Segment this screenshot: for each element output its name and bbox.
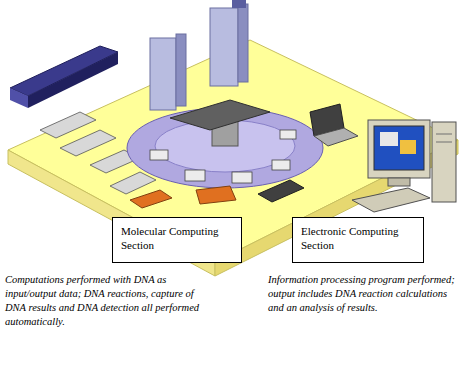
tube-rack: [272, 160, 290, 170]
tower: [210, 8, 238, 86]
rack: [60, 130, 116, 156]
laptop-base: [314, 128, 358, 146]
tube-rack: [280, 130, 296, 139]
tower-cap: [232, 0, 246, 8]
horizontal-unit-end: [10, 88, 28, 108]
arm: [170, 100, 270, 130]
monitor-screen: [374, 126, 424, 170]
monitor: [368, 120, 430, 178]
tower-side: [238, 4, 248, 82]
monitor-stand: [388, 178, 410, 186]
window: [400, 140, 416, 154]
window: [380, 132, 398, 146]
tube-rack: [150, 150, 168, 160]
caption-note: Computations performed with DNA as input…: [5, 273, 217, 329]
rack: [40, 112, 96, 138]
drive-slot: [436, 142, 452, 143]
rack: [110, 172, 156, 194]
tower: [150, 38, 176, 110]
horizontal-unit-side: [28, 52, 118, 108]
tube-rack: [185, 170, 205, 181]
keyboard: [352, 188, 430, 212]
section-box: Molecular Computing Section: [112, 217, 242, 263]
device: [258, 180, 304, 202]
orange-plate: [130, 190, 172, 208]
orange-plate: [196, 186, 236, 204]
drive-slot: [436, 134, 452, 135]
section-name: Molecular Computing Section: [121, 224, 233, 252]
caption-note: Information processing program performed…: [268, 273, 458, 315]
section-box: Electronic Computing Section: [292, 217, 424, 263]
tube-rack: [232, 172, 252, 183]
tower-side: [176, 34, 186, 106]
pc-tower: [432, 122, 456, 202]
section-name: Electronic Computing Section: [301, 224, 415, 252]
